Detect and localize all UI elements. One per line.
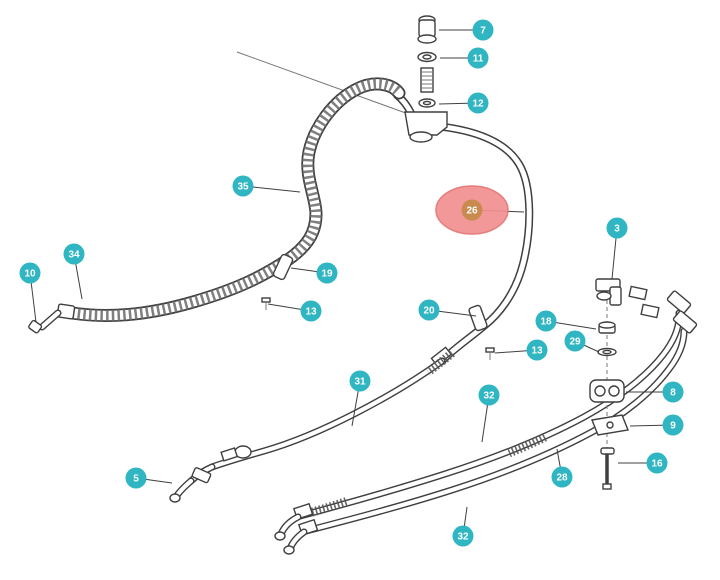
- callout-badge-11[interactable]: 11: [467, 47, 489, 69]
- callout-label: 12: [472, 99, 484, 110]
- hose-end-elbow: [666, 290, 692, 314]
- callout-circle: [472, 19, 494, 41]
- callout-badge-7[interactable]: 7: [472, 19, 494, 41]
- callout-circle: [300, 300, 322, 322]
- callout-circle: [662, 381, 684, 403]
- callout-circle: [662, 414, 684, 436]
- hose-clamps: [261, 253, 495, 360]
- callout-circle: [418, 299, 440, 321]
- callout-circle: [478, 384, 500, 406]
- clamp-20: [468, 304, 488, 332]
- braided-section: [310, 496, 350, 517]
- callout-circle: [646, 452, 668, 474]
- braided-section: [507, 432, 548, 458]
- callout-label: 10: [24, 269, 36, 280]
- callout-label: 34: [68, 250, 80, 261]
- bolt-16: [600, 447, 615, 455]
- callout-label: 13: [305, 307, 317, 318]
- callout-circle: [461, 199, 483, 221]
- callout-badge-5[interactable]: 5: [125, 467, 147, 489]
- callout-label: 7: [480, 26, 486, 37]
- callout-badge-13[interactable]: 13: [300, 300, 322, 322]
- callout-label: 13: [531, 346, 543, 357]
- twin-hoses: [274, 285, 698, 555]
- callout-label: 19: [321, 269, 333, 280]
- callout-label: 35: [237, 182, 249, 193]
- callout-circle: [467, 92, 489, 114]
- callout-circle: [316, 262, 338, 284]
- callout-label: 11: [473, 54, 484, 65]
- callout-circle: [551, 466, 573, 488]
- callout-circle: [232, 175, 254, 197]
- callout-circle: [535, 310, 557, 332]
- callout-circle: [349, 370, 371, 392]
- callout-label: 28: [556, 473, 568, 484]
- callout-badge-32[interactable]: 32: [452, 525, 474, 547]
- fitting-block: [404, 111, 448, 136]
- callout-label: 32: [457, 532, 469, 543]
- hose-end-fitting: [640, 303, 660, 319]
- supply-hose: [208, 349, 455, 471]
- end-cap: [28, 319, 43, 334]
- callout-label: 5: [133, 474, 139, 485]
- bolt-13: [261, 297, 271, 303]
- callout-label: 29: [569, 337, 581, 348]
- callout-label: 18: [540, 317, 552, 328]
- callout-label: 3: [614, 224, 620, 235]
- hose-end-fitting: [628, 285, 648, 301]
- reference-line: [236, 51, 415, 117]
- bolt-13: [485, 347, 495, 353]
- callout-badge-12[interactable]: 12: [467, 92, 489, 114]
- clamp-19: [272, 253, 294, 281]
- corrugated-hose: [28, 77, 415, 334]
- clamp-8: [589, 379, 625, 403]
- callout-label: 8: [670, 388, 676, 399]
- callout-badge-35[interactable]: 35: [232, 175, 254, 197]
- braided-section: [425, 349, 455, 376]
- callout-badge-20[interactable]: 20: [418, 299, 440, 321]
- callout-badge-19[interactable]: 19: [316, 262, 338, 284]
- callout-label: 9: [670, 421, 676, 432]
- hose-artwork: [28, 15, 698, 555]
- callout-badge-9[interactable]: 9: [662, 414, 684, 436]
- callout-circle: [606, 217, 628, 239]
- callout-label: 26: [466, 206, 478, 217]
- callout-badge-28[interactable]: 28: [551, 466, 573, 488]
- hose-end-elbow: [672, 310, 698, 334]
- callout-label: 20: [423, 306, 435, 317]
- callout-circle: [452, 525, 474, 547]
- banjo-bolt-assembly: [404, 15, 448, 143]
- callout-badge-34[interactable]: 34: [63, 243, 85, 265]
- callout-label: 16: [651, 459, 663, 470]
- callout-circle: [564, 330, 586, 352]
- callout-badge-29[interactable]: 29: [564, 330, 586, 352]
- callout-circle: [19, 262, 41, 284]
- callout-badge-8[interactable]: 8: [662, 381, 684, 403]
- callout-badge-13[interactable]: 13: [526, 339, 548, 361]
- callout-label: 31: [354, 377, 366, 388]
- callout-circle: [63, 243, 85, 265]
- callout-badge-18[interactable]: 18: [535, 310, 557, 332]
- hose-collar: [220, 447, 239, 462]
- callout-badge-31[interactable]: 31: [349, 370, 371, 392]
- callout-circle: [526, 339, 548, 361]
- hardware-stack: [589, 278, 629, 490]
- callout-circle: [467, 47, 489, 69]
- callout-badge-26[interactable]: 26: [461, 199, 483, 221]
- elbow-fitting-5: [169, 463, 216, 503]
- callout-badge-3[interactable]: 3: [606, 217, 628, 239]
- callout-badge-16[interactable]: 16: [646, 452, 668, 474]
- callout-circle: [125, 467, 147, 489]
- leader-lines: [29, 29, 674, 537]
- callout-badges: 7 11 12 35 26 3 34 10 19 13 20 18 29 13 8 31 32 9 16 5 28 32: [19, 19, 684, 547]
- callout-label: 32: [483, 391, 495, 402]
- callout-badge-32[interactable]: 32: [478, 384, 500, 406]
- callout-badge-10[interactable]: 10: [19, 262, 41, 284]
